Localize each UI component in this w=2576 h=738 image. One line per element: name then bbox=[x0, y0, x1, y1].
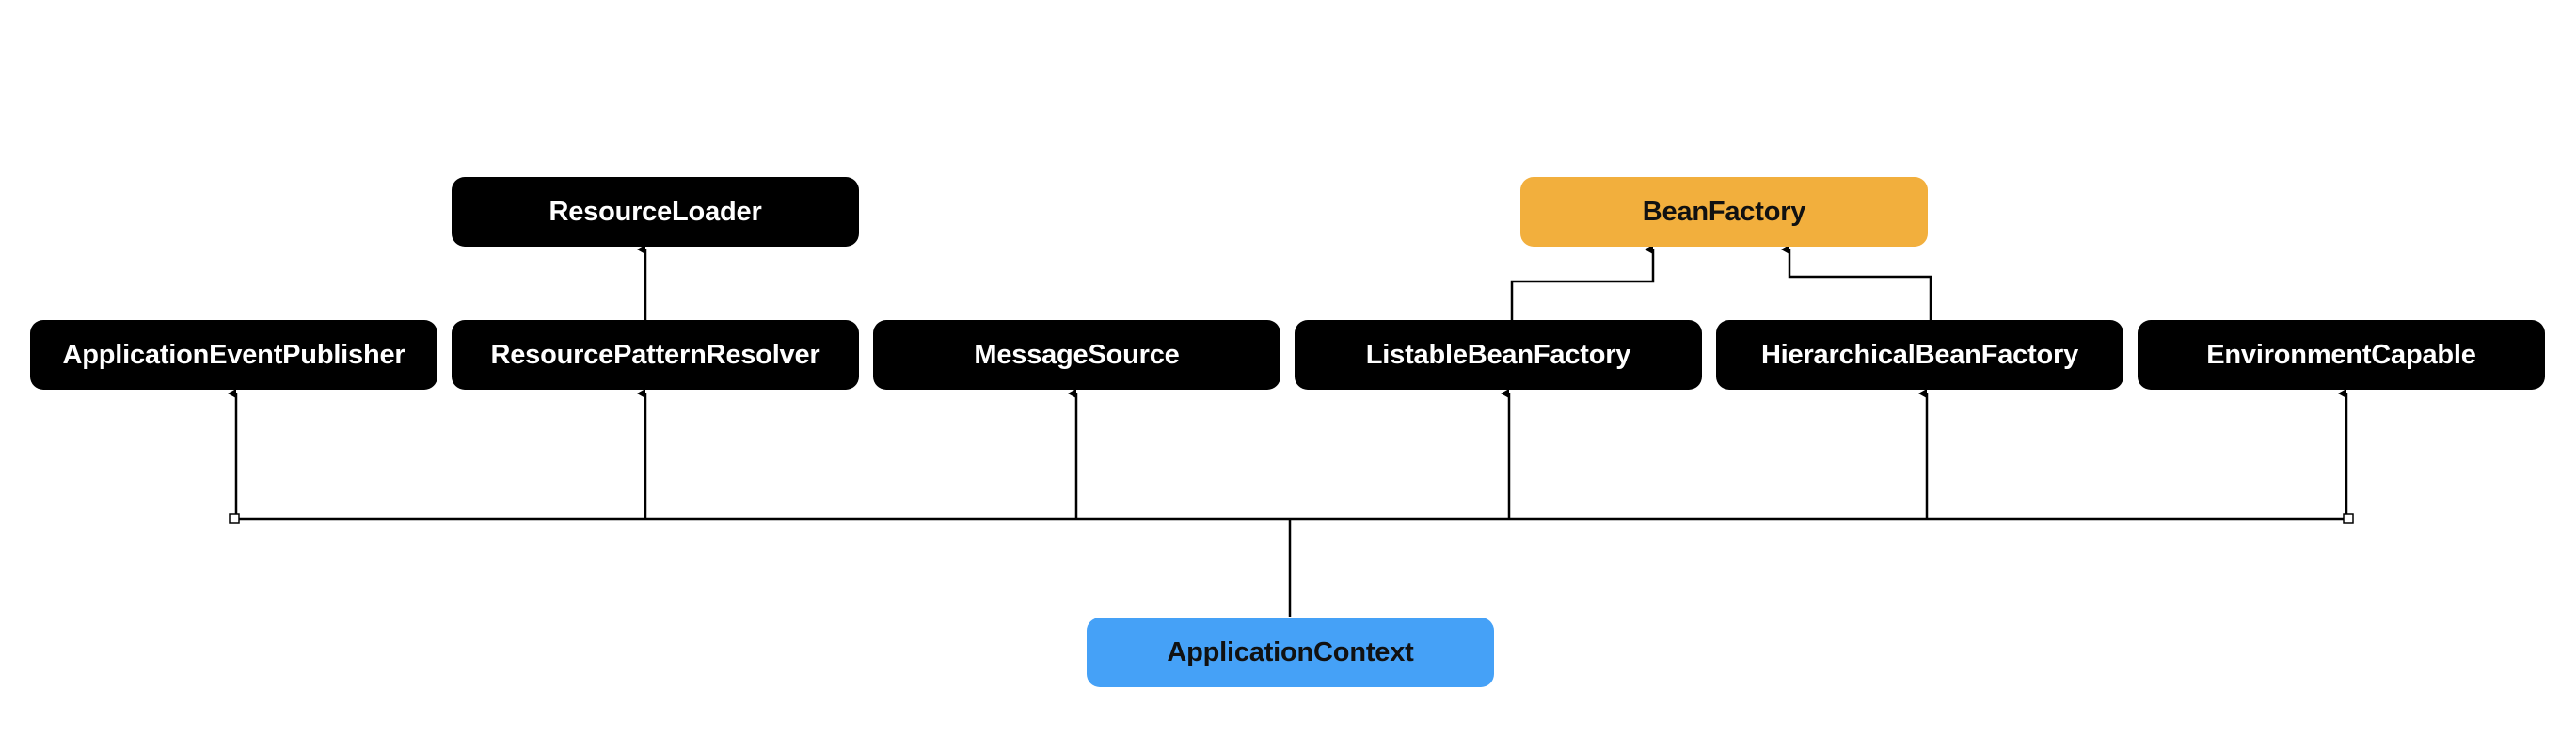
hierarchical-bean-factory-label: HierarchicalBeanFactory bbox=[1760, 339, 2079, 370]
bus-left-handle bbox=[229, 513, 240, 524]
listable-bean-factory-label: ListableBeanFactory bbox=[1365, 339, 1631, 370]
environment-capable-node[interactable]: EnvironmentCapable bbox=[2138, 320, 2545, 390]
hierarchical-bean-factory-node[interactable]: HierarchicalBeanFactory bbox=[1716, 320, 2123, 390]
resource-pattern-resolver-label: ResourcePatternResolver bbox=[490, 339, 820, 370]
application-context-node[interactable]: ApplicationContext bbox=[1087, 618, 1494, 687]
bus-right-handle bbox=[2343, 513, 2354, 524]
bean-factory-label: BeanFactory bbox=[1642, 196, 1806, 227]
application-context-label: ApplicationContext bbox=[1167, 636, 1414, 667]
environment-capable-label: EnvironmentCapable bbox=[2206, 339, 2476, 370]
message-source-node[interactable]: MessageSource bbox=[873, 320, 1280, 390]
resource-pattern-resolver-node[interactable]: ResourcePatternResolver bbox=[452, 320, 859, 390]
message-source-label: MessageSource bbox=[974, 339, 1180, 370]
application-event-publisher-node[interactable]: ApplicationEventPublisher bbox=[30, 320, 437, 390]
resource-loader-node[interactable]: ResourceLoader bbox=[452, 177, 859, 247]
resource-loader-label: ResourceLoader bbox=[549, 196, 762, 227]
edge-hierarchical-bean-factory-to-bean-factory bbox=[1781, 245, 1932, 320]
listable-bean-factory-node[interactable]: ListableBeanFactory bbox=[1295, 320, 1702, 390]
application-event-publisher-label: ApplicationEventPublisher bbox=[62, 339, 405, 370]
bean-factory-node[interactable]: BeanFactory bbox=[1520, 177, 1928, 247]
edge-listable-bean-factory-to-bean-factory bbox=[1510, 245, 1655, 320]
